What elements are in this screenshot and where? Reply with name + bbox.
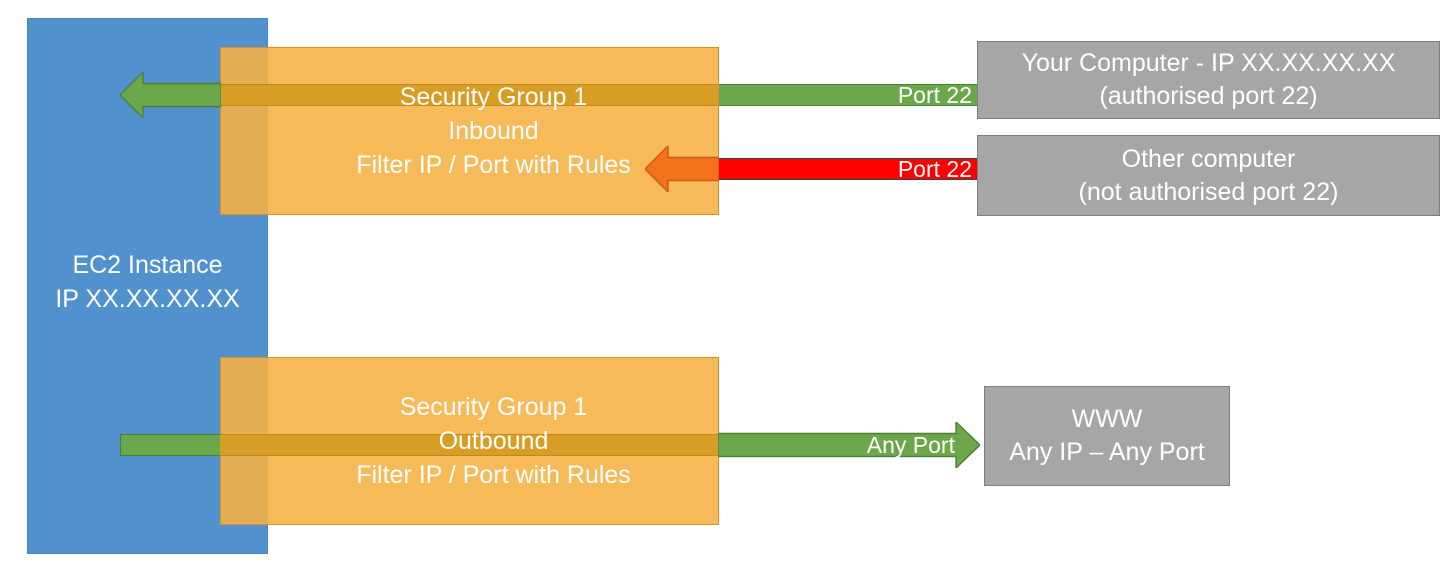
outbound-flow-band xyxy=(220,434,719,456)
outbound-allowed-arrow-icon xyxy=(718,422,980,468)
endpoint-your-computer-box: Your Computer - IP XX.XX.XX.XX (authoris… xyxy=(977,41,1440,119)
endpoint-other-computer-box: Other computer (not authorised port 22) xyxy=(977,135,1440,216)
outbound-start-connector xyxy=(120,434,221,456)
your-computer-line2: (authorised port 22) xyxy=(1099,82,1318,110)
www-line1: WWW xyxy=(1071,405,1143,433)
inbound-allowed-arrow-icon xyxy=(120,72,221,118)
security-group-inbound-box xyxy=(220,47,719,215)
your-computer-line1: Your Computer - IP XX.XX.XX.XX xyxy=(1021,49,1396,77)
endpoint-www-box: WWW Any IP – Any Port xyxy=(984,386,1230,486)
inbound-flow-band xyxy=(220,84,719,106)
inbound-allowed-connector xyxy=(718,84,978,106)
inbound-blocked-connector xyxy=(718,158,978,180)
other-computer-line1: Other computer xyxy=(1121,144,1296,173)
inbound-blocked-arrow-icon xyxy=(645,146,719,192)
www-line2: Any IP – Any Port xyxy=(1009,438,1205,466)
other-computer-line2: (not authorised port 22) xyxy=(1078,177,1339,206)
